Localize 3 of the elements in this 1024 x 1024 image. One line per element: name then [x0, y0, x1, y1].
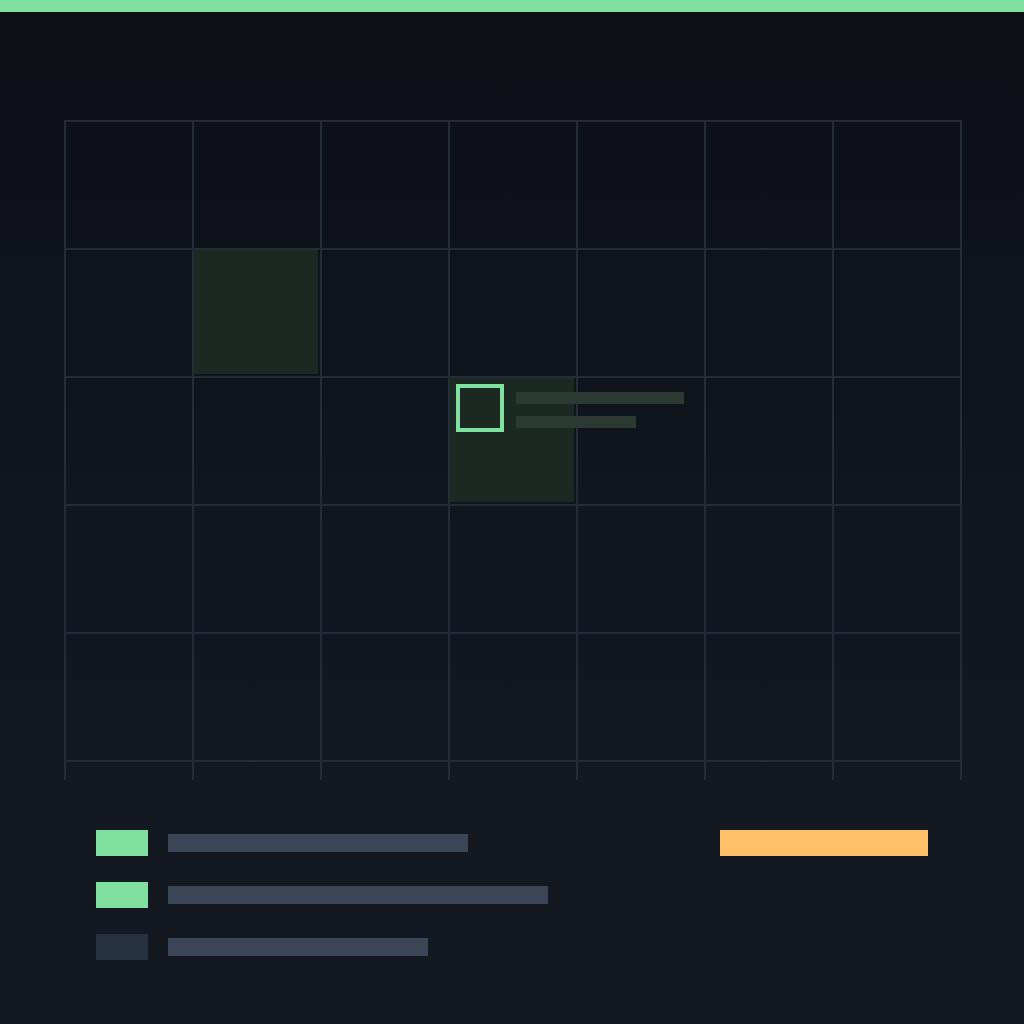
highlighted-cell: [450, 378, 574, 502]
square-marker-icon: [456, 384, 504, 432]
highlighted-cell: [194, 250, 318, 374]
